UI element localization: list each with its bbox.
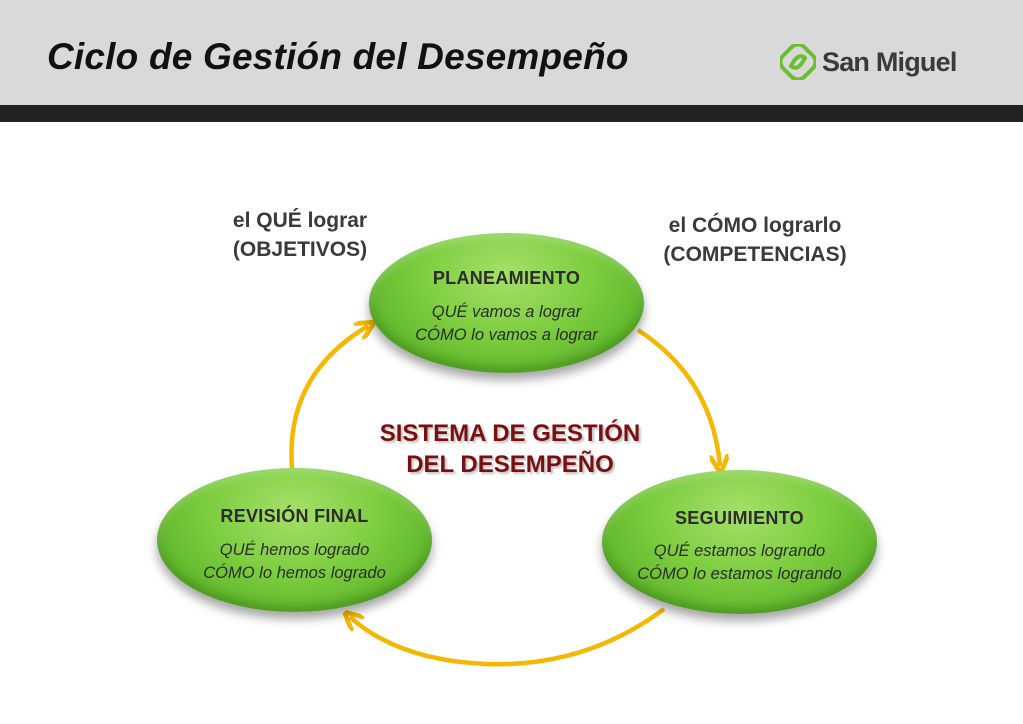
center-title-line2: DEL DESEMPEÑO bbox=[406, 451, 614, 478]
objectives-label-line2: (OBJETIVOS) bbox=[232, 238, 368, 261]
objectives-label: el QUÉ lograr (OBJETIVOS) bbox=[200, 206, 400, 264]
header bbox=[0, 0, 1023, 105]
competencies-label: el CÓMO lograrlo (COMPETENCIAS) bbox=[620, 211, 890, 269]
arrow-planning-to-follow-up bbox=[636, 328, 720, 466]
node-final-review-title: REVISIÓN FINAL bbox=[220, 506, 369, 526]
node-final-review-line2: CÓMO lo hemos logrado bbox=[203, 564, 386, 582]
arrow-final-review-to-planning bbox=[289, 326, 368, 469]
node-follow-up-line1: QUÉ estamos logrando bbox=[653, 542, 826, 560]
logo-text: San Miguel bbox=[822, 46, 957, 77]
node-planning-line1: QUÉ vamos a lograr bbox=[431, 303, 582, 321]
competencies-label-line2: (COMPETENCIAS) bbox=[663, 243, 847, 266]
node-planning: PLANEAMIENTO QUÉ vamos a lograr CÓMO lo … bbox=[369, 233, 644, 373]
node-follow-up-line2: CÓMO lo estamos logrando bbox=[637, 565, 842, 583]
center-title-line1: SISTEMA DE GESTIÓN bbox=[379, 420, 641, 447]
logo: San Miguel bbox=[780, 44, 957, 80]
header-bar bbox=[0, 105, 1023, 122]
node-final-review-line1: QUÉ hemos logrado bbox=[219, 541, 370, 559]
page-title: Ciclo de Gestión del Desempeño bbox=[47, 36, 629, 77]
arrow-follow-up-to-final-review bbox=[350, 607, 666, 667]
node-follow-up-title: SEGUIMIENTO bbox=[675, 508, 804, 528]
node-follow-up: SEGUIMIENTO QUÉ estamos logrando CÓMO lo… bbox=[602, 470, 877, 614]
san-miguel-logo-icon bbox=[780, 44, 816, 80]
center-title: SISTEMA DE GESTIÓN DEL DESEMPEÑO bbox=[330, 418, 690, 480]
objectives-label-line1: el QUÉ lograr bbox=[232, 209, 368, 232]
node-final-review: REVISIÓN FINAL QUÉ hemos logrado CÓMO lo… bbox=[157, 468, 432, 612]
competencies-label-line1: el CÓMO lograrlo bbox=[668, 214, 842, 237]
node-planning-title: PLANEAMIENTO bbox=[432, 268, 581, 288]
node-planning-line2: CÓMO lo vamos a lograr bbox=[415, 326, 598, 344]
